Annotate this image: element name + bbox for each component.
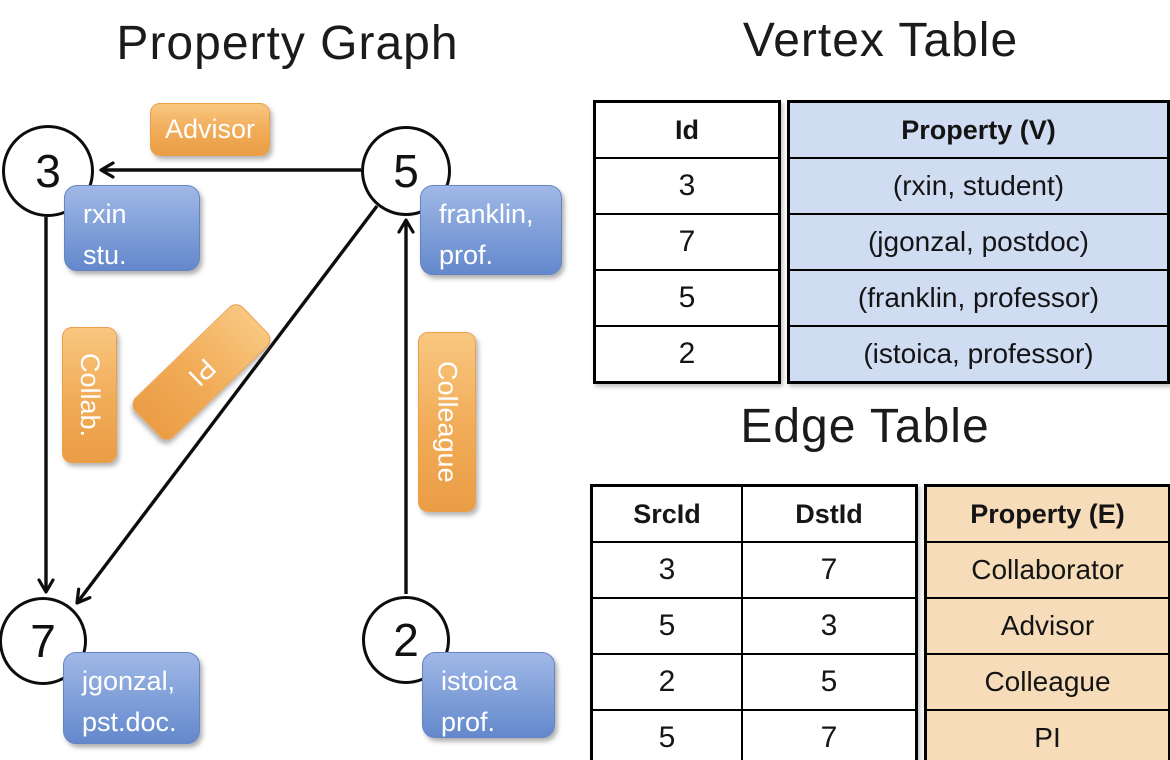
table-cell: Advisor [927, 597, 1168, 653]
vertex-property-line: jgonzal, [82, 666, 176, 696]
vertex-property-line: prof. [441, 706, 496, 737]
vertex-property-line: rxin [83, 199, 127, 229]
vertex-property-line: prof. [439, 239, 494, 270]
table-cell: 5 [596, 269, 778, 325]
table-cell: Colleague [927, 653, 1168, 709]
vertex-property-line: stu. [83, 239, 127, 270]
column-header-dstid: DstId [795, 498, 863, 529]
edge-label-text: Advisor [164, 114, 256, 144]
vertex-property-line: franklin, [439, 199, 534, 229]
table-cell: (jgonzal, postdoc) [790, 213, 1167, 269]
node-id-label: 2 [393, 614, 419, 666]
table-cell: (rxin, student) [790, 157, 1167, 213]
vertex-table: Id 3 7 5 2 Property (V) (rxin, student) … [593, 100, 1170, 384]
column-header-srcid: SrcId [593, 487, 743, 541]
table-row: 2 5 [593, 653, 915, 709]
table-cell: 5 [593, 599, 743, 653]
table-cell: 7 [820, 553, 838, 586]
edge-table-property-column: Property (E) Collaborator Advisor Collea… [924, 484, 1170, 760]
vertex-table-property-column: Property (V) (rxin, student) (jgonzal, p… [787, 100, 1170, 384]
edge-label-text: Collab. [75, 352, 105, 438]
table-cell: 2 [596, 325, 778, 381]
vertex-table-title: Vertex Table [742, 14, 1019, 67]
edge-label-colleague: Colleague [418, 332, 476, 512]
table-cell: 7 [820, 721, 838, 754]
vertex-property-box-5: franklin, prof. [420, 185, 562, 275]
graph-node-2: 2 [362, 596, 450, 684]
table-cell: (franklin, professor) [790, 269, 1167, 325]
edge-label-collaborator: Collab. [62, 327, 117, 463]
edge-table-title: Edge Table [740, 400, 990, 453]
node-id-label: 3 [35, 145, 61, 197]
edge-table: SrcId DstId 3 7 5 3 2 5 5 7 Property (E)… [590, 484, 1170, 760]
table-cell: 7 [596, 213, 778, 269]
table-row: 5 7 [593, 709, 915, 760]
edge-arrow-5-to-7 [75, 204, 379, 605]
column-header-property-v: Property (V) [901, 114, 1056, 145]
node-id-label: 5 [393, 145, 419, 197]
vertex-property-box-7: jgonzal, pst.doc. [63, 652, 200, 744]
table-row: 5 3 [593, 597, 915, 653]
column-header-property-e: Property (E) [970, 498, 1125, 529]
vertex-property-line: istoica [441, 666, 518, 696]
table-cell: 3 [596, 157, 778, 213]
graph-node-5: 5 [361, 126, 451, 216]
node-id-label: 7 [30, 615, 56, 667]
table-cell: 2 [593, 655, 743, 709]
table-cell: 3 [593, 543, 743, 597]
table-cell: 5 [820, 665, 838, 698]
column-header-id: Id [675, 114, 699, 145]
table-cell: PI [927, 709, 1168, 760]
table-cell: 5 [593, 711, 743, 760]
edge-label-text: Colleague [432, 361, 463, 483]
table-row: SrcId DstId [593, 487, 915, 541]
table-cell: 3 [820, 609, 838, 642]
table-cell: Collaborator [927, 541, 1168, 597]
edge-table-src-dst-columns: SrcId DstId 3 7 5 3 2 5 5 7 [590, 484, 918, 760]
vertex-property-line: pst.doc. [82, 706, 177, 737]
graph-edges-canvas [37, 161, 415, 605]
vertex-table-id-column: Id 3 7 5 2 [593, 100, 781, 384]
vertex-property-box-3: rxin stu. [64, 185, 200, 271]
edge-label-text: PI [182, 352, 222, 393]
table-cell: (istoica, professor) [790, 325, 1167, 381]
graph-title: Property Graph [116, 17, 459, 70]
table-row: 3 7 [593, 541, 915, 597]
vertex-property-box-2: istoica prof. [422, 652, 555, 738]
edge-label-advisor: Advisor [150, 103, 270, 156]
